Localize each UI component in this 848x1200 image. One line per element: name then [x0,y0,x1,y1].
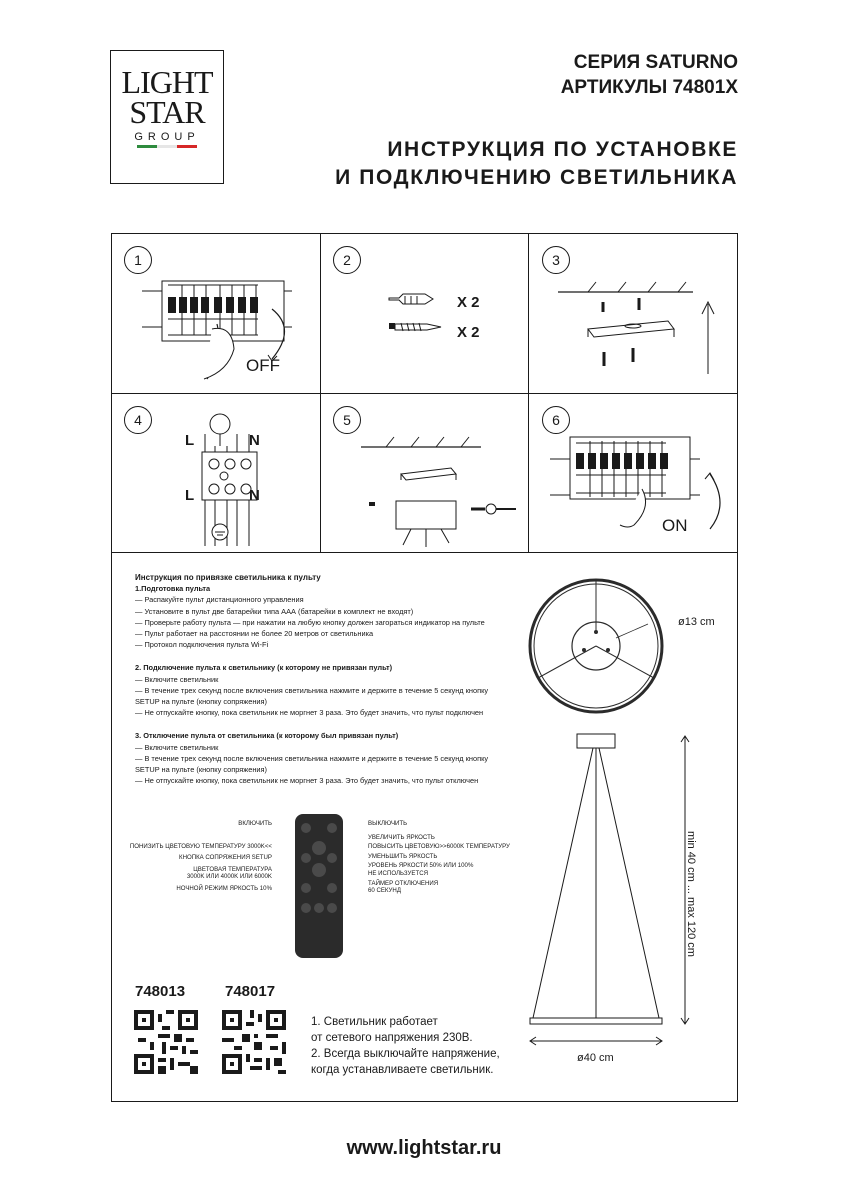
step-2: 2 X 2 X 2 [321,234,530,394]
step-6-caption: ON [662,516,688,535]
canopy-diameter-label: ø13 cm [678,616,715,628]
step-6: 6 ON [530,394,739,554]
remote-label: ВЫКЛЮЧИТЬ [368,820,408,827]
logo-line-2: STAR [129,94,205,130]
instruction-line: — В течение трех секунд после включения … [135,685,489,695]
website-url[interactable]: www.lightstar.ru [346,1137,502,1159]
series-name: СЕРИЯ SATURNO [573,52,738,73]
remote-label: ВКЛЮЧИТЬ [238,820,272,827]
instruction-line: — Включите светильник [135,742,219,752]
series-header: СЕРИЯ SATURNO АРТИКУЛЫ 74801X [561,50,738,100]
step-number: 5 [333,406,361,434]
remote-label: НЕ ИСПОЛЬЗУЕТСЯ [368,869,428,877]
remote-label: ЦВЕТОВАЯ ТЕМПЕРАТУРА [193,865,272,873]
title-line-2: И ПОДКЛЮЧЕНИЮ СВЕТИЛЬНИКА [335,166,738,189]
logo-line-3: GROUP [134,131,200,143]
remote-label: 60 СЕКУНД [368,887,401,895]
instruction-line: — Протокол подключения пульта Wi-Fi [135,640,269,650]
step-number: 4 [124,406,152,434]
step-number: 2 [333,246,361,274]
note-line: 2. Всегда выключайте напряжение, [311,1048,500,1060]
remote-label: ТАЙМЕР ОТКЛЮЧЕНИЯ [368,879,439,887]
instruction-line: SETUP на пульте (кнопку сопряжения) [135,765,267,775]
step-number: 1 [124,246,152,274]
instruction-line: — Не отпускайте кнопку, пока светильник … [135,708,484,718]
qr-code-748013 [134,1010,198,1074]
label-l-top: L [185,432,195,449]
remote-label: НОЧНОЙ РЕЖИМ ЯРКОСТЬ 10% [176,884,272,892]
breaker-off-illustration [142,280,292,380]
screw-quantity: X 2 [457,324,480,341]
step-number: 3 [542,246,570,274]
instruction-line: — Включите светильник [135,674,219,684]
step-1-caption: OFF [246,356,280,375]
section-heading: 3. Отключение пульта от светильника (к к… [135,731,399,741]
title-line-1: ИНСТРУКЦИЯ ПО УСТАНОВКЕ [387,138,738,161]
fixture-top-view [528,578,664,714]
safety-notes: 1. Светильник работает от сетевого напря… [311,1014,500,1078]
remote-left-labels: ВКЛЮЧИТЬ ПОНИЗИТЬ ЦВЕТОВУЮ ТЕМПЕРАТУРУ 3… [120,820,272,893]
bracket-mounting-illustration [558,281,715,374]
terminal-block-wiring-illustration [201,413,258,546]
brand-logo: LIGHT STAR GROUP [110,50,224,184]
installation-steps-grid: 1 OFF 2 [111,233,738,553]
remote-pairing-instructions: Инструкция по привязке светильника к пул… [135,572,488,786]
remote-label: УРОВЕНЬ ЯРКОСТИ 50% ИЛИ 100% [368,862,474,870]
instruction-line: — В течение трех секунд после включения … [135,753,489,763]
instruction-line: — Проверьте работу пульта — при нажатии … [135,617,485,627]
anchor-and-screw-icon [388,293,442,332]
step-5: 5 [321,394,530,554]
remote-right-labels: ВЫКЛЮЧИТЬ УВЕЛИЧИТЬ ЯРКОСТЬ ПОВЫСИТЬ ЦВЕ… [368,820,510,895]
canopy-fixing-illustration [361,436,516,547]
label-n-top: N [249,432,260,449]
step-1: 1 OFF [112,234,321,394]
remote-label: УВЕЛИЧИТЬ ЯРКОСТЬ [368,833,435,841]
label-n-bottom: N [249,487,260,504]
article-748013: 748013 [135,983,186,1000]
italian-flag-stripe [137,145,197,148]
step-4: 4 L N L N [112,394,321,554]
instruction-line: — Распакуйте пульт дистанционного управл… [135,595,304,605]
height-range-label: min 40 cm ... max 120 cm [685,831,697,957]
document-title: ИНСТРУКЦИЯ ПО УСТАНОВКЕ И ПОДКЛЮЧЕНИЮ СВ… [335,136,738,192]
section-heading: 2. Подключение пульта к светильнику (к к… [135,663,393,673]
instruction-line: SETUP на пульте (кнопку сопряжения) [135,697,267,707]
fixture-diameter-label: ø40 cm [577,1052,614,1064]
section-heading: 1.Подготовка пульта [135,584,211,594]
logo-line-1: LIGHT [121,64,214,100]
details-panel [111,553,738,1102]
label-l-bottom: L [185,487,195,504]
note-line: когда устанавливаете светильник. [311,1064,494,1076]
anchor-quantity: X 2 [457,294,480,311]
step-3: 3 [530,234,739,394]
step-number: 6 [542,406,570,434]
instructions-title: Инструкция по привязке светильника к пул… [135,573,321,582]
remote-label: ПОНИЗИТЬ ЦВЕТОВУЮ ТЕМПЕРАТУРУ 3000K<< [129,842,272,850]
note-line: от сетевого напряжения 230В. [311,1032,473,1044]
remote-label: ПОВЫСИТЬ ЦВЕТОВУЮ>>6000K ТЕМПЕРАТУРУ [368,843,510,851]
instruction-line: — Пульт работает на расстоянии не более … [135,629,374,639]
note-line: 1. Светильник работает [311,1016,438,1028]
remote-label: КНОПКА СОПРЯЖЕНИЯ SETUP [179,854,272,862]
article-748017: 748017 [225,983,276,1000]
instruction-line: — Не отпускайте кнопку, пока светильник … [135,776,479,786]
breaker-on-illustration [550,436,721,530]
fixture-side-view [529,733,690,1046]
article-numbers: АРТИКУЛЫ 74801X [560,77,738,98]
instruction-line: — Установите в пульт две батарейки типа … [135,606,414,616]
remote-control-illustration [295,814,343,958]
remote-label: УМЕНЬШИТЬ ЯРКОСТЬ [368,852,438,860]
qr-code-748017 [222,1010,286,1074]
remote-label: 3000K ИЛИ 4000K ИЛИ 6000K [186,873,272,881]
